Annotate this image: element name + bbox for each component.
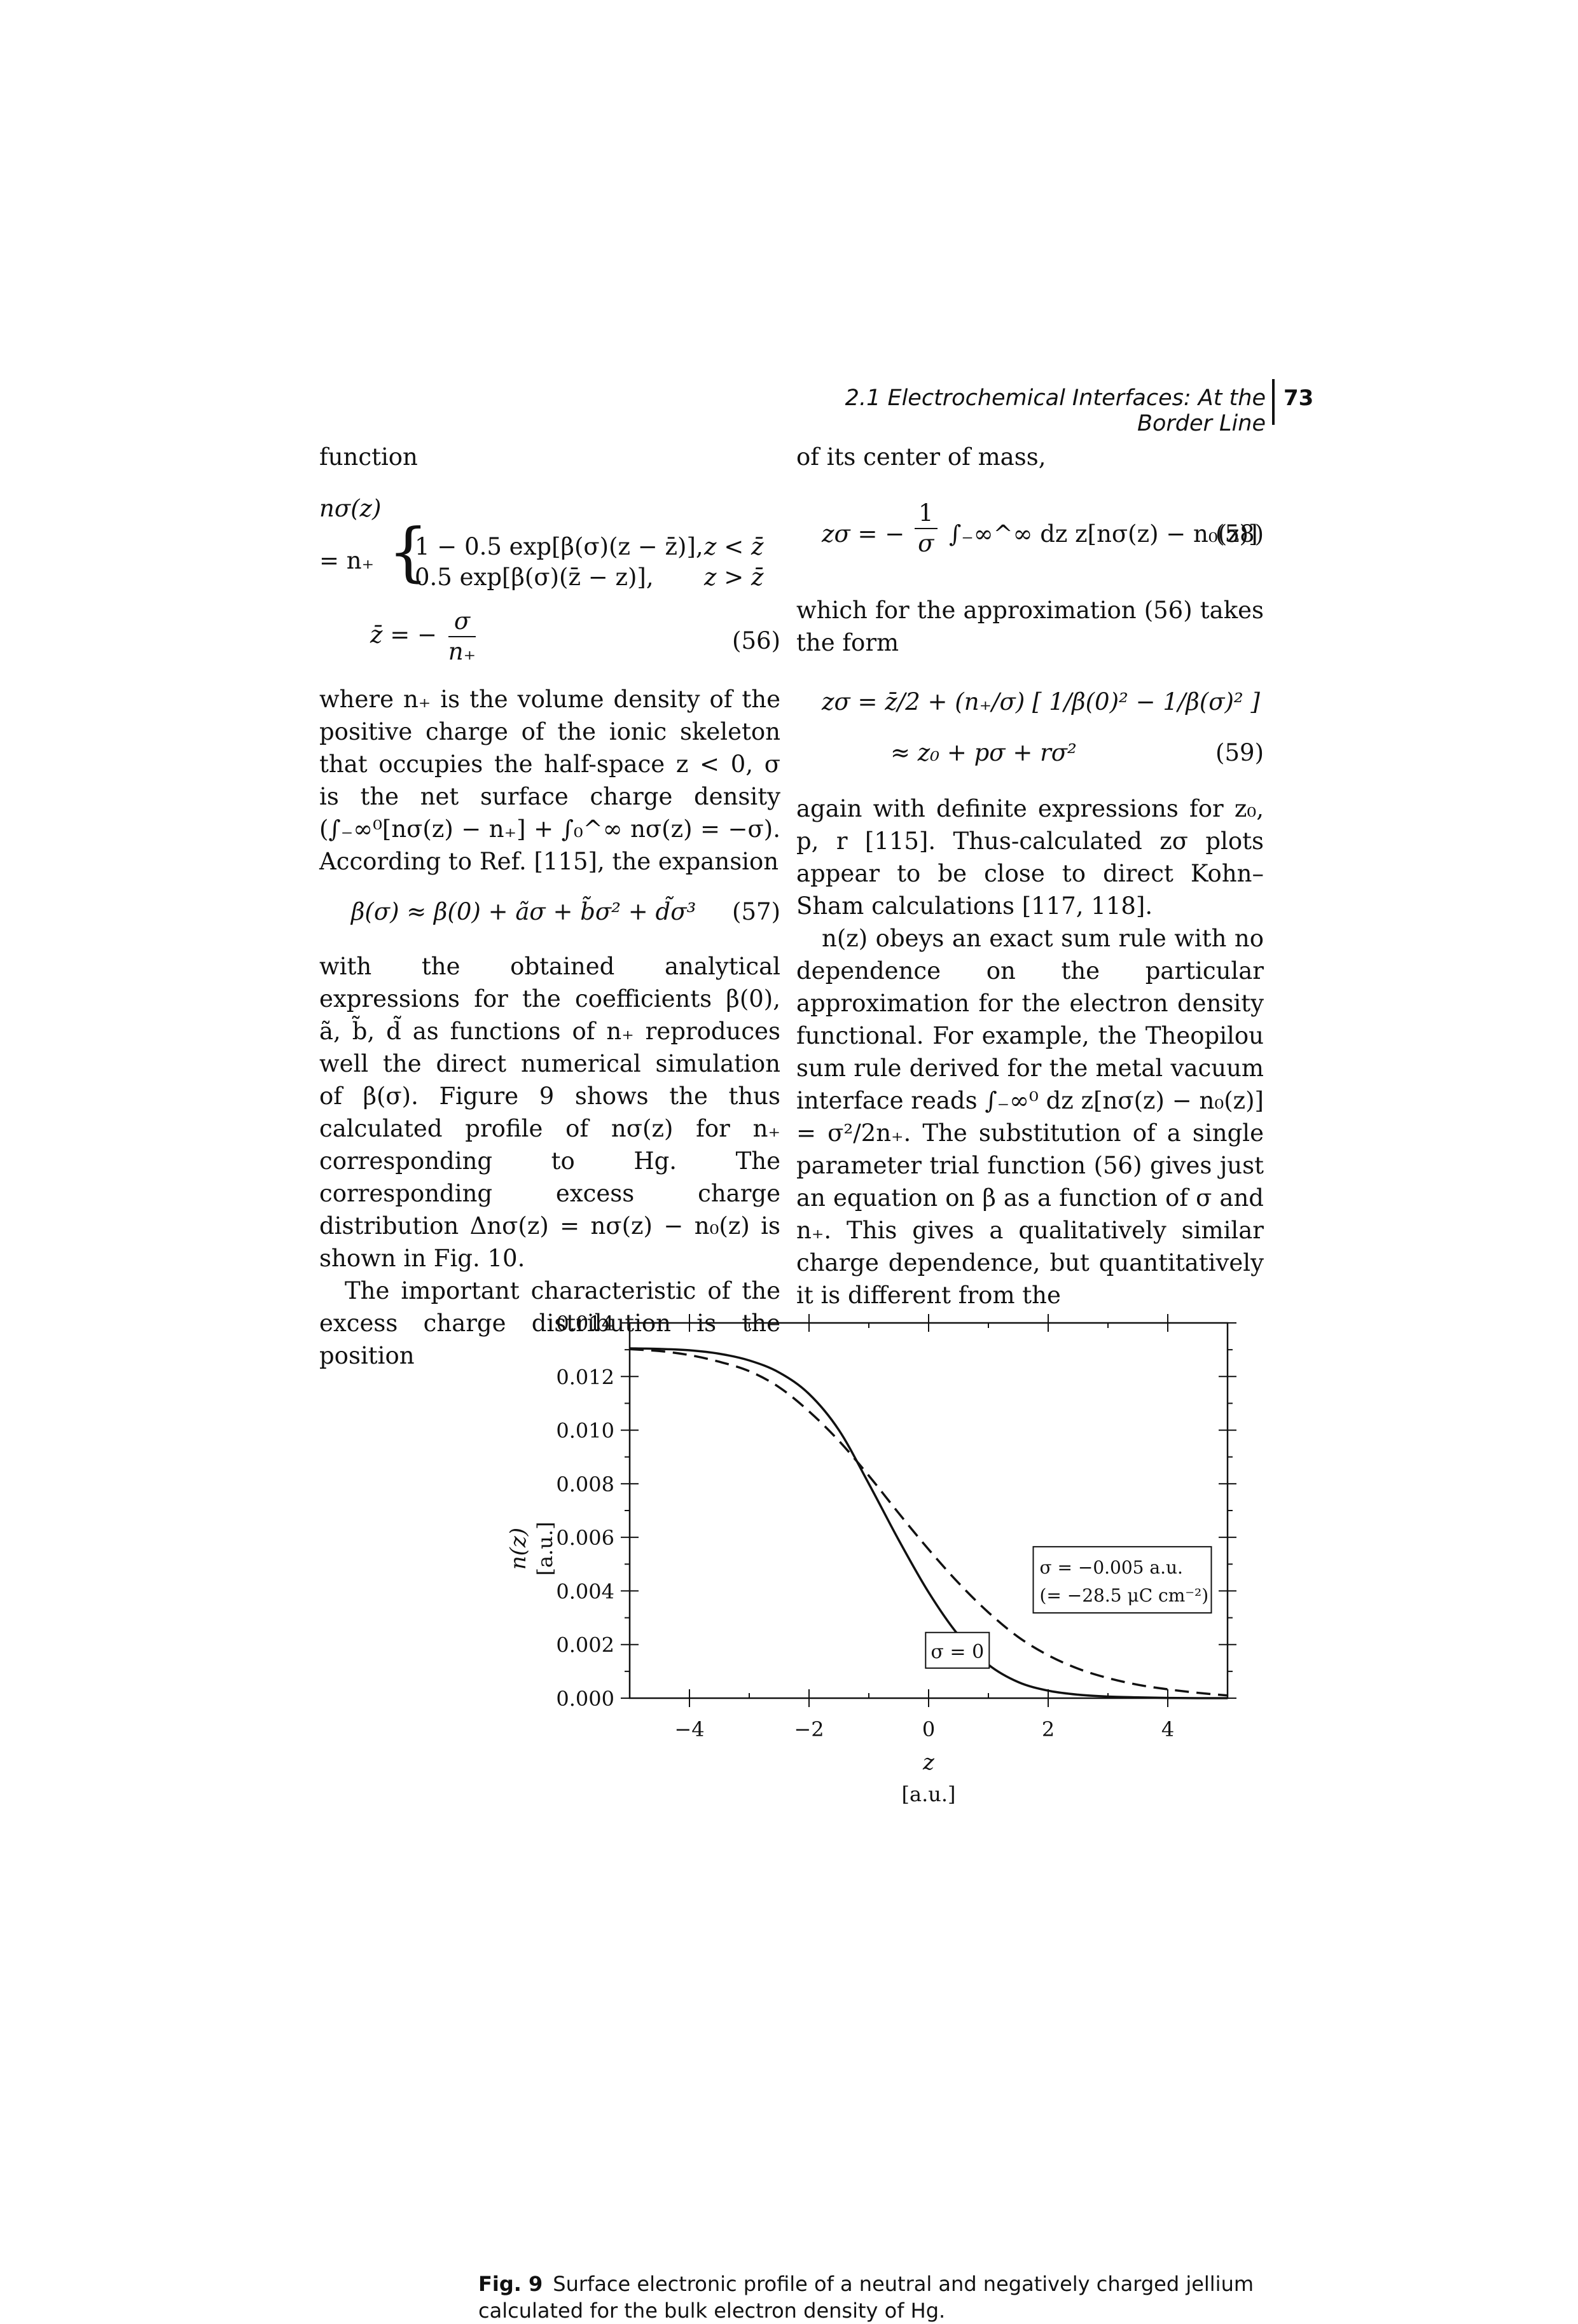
equation-59: zσ = z̄/2 + (n₊/σ) [ 1/β(0)² − 1/β(σ)² ]… <box>796 678 1264 773</box>
eq56-cond1: z < z̄ <box>704 533 764 560</box>
x-tick-label: −4 <box>674 1717 704 1741</box>
left-column: function nσ(z) = n₊ { 1 − 0.5 exp[β(σ)(z… <box>319 0 780 1372</box>
eq58-den: σ <box>918 530 934 557</box>
x-tick-label: −2 <box>794 1717 824 1741</box>
text-of: of its center of mass, <box>796 443 1046 471</box>
caption-label: Fig. 9 <box>478 2272 543 2296</box>
eq58-number: (58) <box>1215 520 1264 548</box>
figure-9-chart: 0.000 0.002 0.004 0.006 0.008 0.010 0.012 0.014… <box>506 1311 1236 1806</box>
eq56-zbar-num: σ <box>448 607 476 637</box>
y-tick-label: 0.004 <box>556 1579 614 1603</box>
eq56-cond2: z > z̄ <box>704 564 764 591</box>
text-nz: n(z) obeys an exact sum rule with no dep… <box>796 925 1264 1309</box>
series-charged-line <box>629 1348 1228 1697</box>
running-title: 2.1 Electrochemical Interfaces: At the B… <box>845 385 1266 436</box>
y-tick-label: 0.014 <box>556 1311 614 1336</box>
y-tick-label: 0.008 <box>556 1472 614 1497</box>
eq56-case1: 1 − 0.5 exp[β(σ)(z − z̄)], <box>415 533 703 560</box>
text-function: function <box>319 443 418 471</box>
equation-56: nσ(z) = n₊ { 1 − 0.5 exp[β(σ)(z − z̄)], … <box>319 492 780 683</box>
annotation-charged-line1: σ = −0.005 a.u. <box>1040 1557 1183 1578</box>
x-tick-label: 0 <box>922 1717 935 1741</box>
equation-58: zσ = − 1 σ ∫₋∞^∞ dz z[nσ(z) − n₀(z)] (58… <box>796 499 1264 575</box>
annotation-neutral-box <box>925 1631 990 1669</box>
y-tick-label: 0.000 <box>556 1687 614 1711</box>
eq56-zbar-lhs: z̄ = − <box>370 621 438 649</box>
annotation-charged-box <box>1032 1546 1212 1614</box>
eq56-equals: = n₊ <box>319 547 375 574</box>
x-axis-label: z <box>922 1750 935 1775</box>
y-tick-label: 0.002 <box>556 1633 614 1657</box>
x-tick-label: 4 <box>1161 1717 1174 1741</box>
y-tick-label: 0.010 <box>556 1419 614 1443</box>
eq59-line2: ≈ z₀ + pσ + rσ² <box>890 739 1077 766</box>
text-where: where n₊ is the volume density of the po… <box>319 686 780 875</box>
eq58-lhs: zσ = − <box>822 520 905 548</box>
text-which: which for the approximation (56) takes t… <box>796 597 1264 656</box>
eq58-rhs: ∫₋∞^∞ dz z[nσ(z) − n₀(z)] <box>949 520 1258 548</box>
eq57-number: (57) <box>732 898 780 925</box>
right-column: of its center of mass, zσ = − 1 σ ∫₋∞^∞ … <box>796 0 1264 1311</box>
header-rule <box>1272 379 1275 425</box>
eq56-zbar: z̄ = − σ n₊ <box>370 607 480 667</box>
y-axis-unit: [a.u.] <box>533 1522 557 1576</box>
series-neutral-line <box>629 1347 1228 1699</box>
eq56-lhs: nσ(z) <box>319 495 382 522</box>
y-axis-label: n(z) <box>506 1528 531 1570</box>
eq56-zbar-den: n₊ <box>448 638 476 665</box>
x-axis-unit: [a.u.] <box>902 1782 956 1806</box>
eq56-number: (56) <box>732 627 780 654</box>
x-tick-label: 2 <box>1042 1717 1055 1741</box>
caption-text: Surface electronic profile of a neutral … <box>478 2272 1254 2323</box>
eq59-number: (59) <box>1215 739 1264 766</box>
y-tick-label: 0.012 <box>556 1365 614 1389</box>
eq56-case2: 0.5 exp[β(σ)(z̄ − z)], <box>415 564 654 591</box>
eq58-fraction: 1 σ <box>915 499 938 558</box>
y-tick-label: 0.006 <box>556 1526 614 1550</box>
eq56-brace: { <box>388 515 429 589</box>
eq59-line1: zσ = z̄/2 + (n₊/σ) [ 1/β(0)² − 1/β(σ)² ] <box>822 688 1260 716</box>
equation-57: β(σ) ≈ β(0) + ãσ + b̃σ² + d̃σ³ (57) <box>319 896 780 934</box>
annotation-charged-line2: (= −28.5 μC cm⁻²) <box>1040 1585 1209 1606</box>
eq58-num: 1 <box>915 499 938 529</box>
text-important: The important characteristic of the exce… <box>319 1277 780 1369</box>
text-with: with the obtained analytical expressions… <box>319 953 780 1272</box>
text-again: again with definite expressions for z₀, … <box>796 795 1264 920</box>
page-number: 73 <box>1284 385 1314 411</box>
annotation-neutral: σ = 0 <box>931 1641 984 1663</box>
eq56-zbar-fraction: σ n₊ <box>448 607 476 667</box>
eq57-body: β(σ) ≈ β(0) + ãσ + b̃σ² + d̃σ³ <box>351 898 696 925</box>
